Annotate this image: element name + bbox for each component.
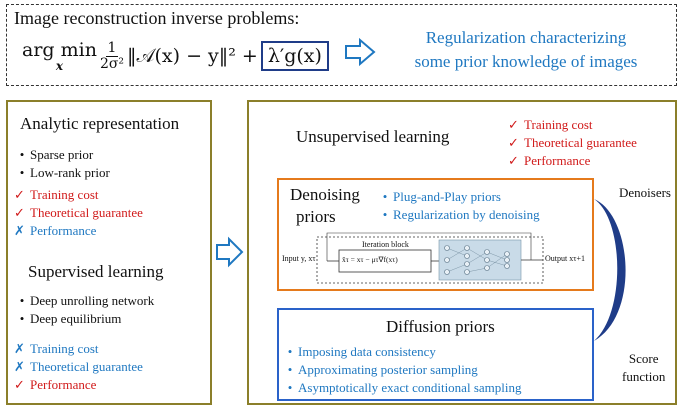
- list-item: •Imposing data consistency: [287, 344, 436, 359]
- argmin-subscript: x: [55, 58, 64, 73]
- check-icon: ✓: [508, 153, 519, 168]
- denoising-items: •Plug-and-Play priors •Regularization by…: [377, 188, 540, 224]
- eval-item: ✗Theoretical guarantee: [14, 359, 143, 374]
- argmin: arg min: [22, 38, 97, 61]
- feedback-loop: [326, 232, 532, 261]
- diffusion-priors-box: [277, 308, 594, 401]
- check-icon: ✓: [14, 377, 25, 392]
- list-item: •Deep equilibrium: [19, 311, 122, 326]
- analytic-items: •Sparse prior •Low-rank prior: [14, 146, 110, 182]
- denoisers-label: Denoisers: [619, 185, 671, 200]
- bracket-curve-icon: [594, 199, 626, 341]
- denoising-title-line-1: Denoising: [290, 185, 360, 204]
- unsupervised-heading: Unsupervised learning: [296, 127, 450, 146]
- diffusion-items: •Imposing data consistency •Approximatin…: [282, 343, 522, 397]
- neural-network-icon: [446, 247, 508, 273]
- fraction-denominator: 2σ²: [99, 55, 125, 72]
- denoising-title: Denoising priors: [290, 184, 360, 228]
- check-icon: ✓: [508, 117, 519, 132]
- eval-item: ✓Performance: [508, 153, 591, 168]
- list-item: •Plug-and-Play priors: [382, 189, 501, 204]
- analytic-heading: Analytic representation: [20, 114, 180, 133]
- regularization-term: λ′g(x): [260, 41, 329, 71]
- denoising-priors-box: [277, 178, 594, 291]
- fraction: 1 2σ²: [100, 41, 124, 71]
- regularization-line-2: some prior knowledge of images: [414, 52, 638, 71]
- list-item: •Regularization by denoising: [382, 207, 540, 222]
- score-line-1: Score: [628, 351, 659, 366]
- score-line-2: function: [622, 369, 666, 384]
- neural-network-nodes: [444, 245, 510, 275]
- list-item: •Asymptotically exact conditional sampli…: [287, 380, 522, 395]
- right-panel: [247, 100, 677, 405]
- supervised-evaluation: ✗Training cost ✗Theoretical guarantee ✓P…: [14, 340, 143, 394]
- list-item: •Sparse prior: [19, 147, 94, 162]
- iteration-block-label: Iteration block: [362, 240, 409, 249]
- list-item: •Deep unrolling network: [19, 293, 155, 308]
- eval-item: ✓Theoretical guarantee: [508, 135, 637, 150]
- supervised-heading: Supervised learning: [28, 262, 164, 281]
- diffusion-title: Diffusion priors: [386, 317, 495, 336]
- list-item: •Approximating posterior sampling: [287, 362, 478, 377]
- fraction-numerator: 1: [105, 39, 119, 57]
- cross-icon: ✗: [14, 359, 25, 374]
- regularization-line-1: Regularization characterizing: [425, 28, 627, 47]
- unsupervised-evaluation: ✓Training cost ✓Theoretical guarantee ✓P…: [508, 116, 637, 170]
- supervised-items: •Deep unrolling network •Deep equilibriu…: [14, 292, 154, 328]
- eval-item: ✗Performance: [14, 223, 97, 238]
- eval-item: ✓Training cost: [14, 187, 99, 202]
- list-item: •Low-rank prior: [19, 165, 110, 180]
- output-label: Output xτ+1: [545, 254, 585, 263]
- cross-icon: ✗: [14, 223, 25, 238]
- right-arrow-icon: [216, 236, 244, 268]
- right-arrow-icon: [345, 37, 376, 67]
- score-function-label: Score function: [622, 350, 665, 386]
- left-panel: [6, 100, 212, 405]
- connecting-curve: [594, 199, 626, 341]
- data-fidelity-term: ‖𝒜(x) − y‖² +: [127, 45, 258, 67]
- problem-title: Image reconstruction inverse problems:: [14, 8, 300, 28]
- gradient-step-equation: x̂τ = xτ − μτ∇f(xτ): [342, 255, 398, 264]
- regularization-description: Regularization characterizing some prior…: [376, 26, 676, 74]
- eval-item: ✓Training cost: [508, 117, 593, 132]
- denoising-title-line-2: priors: [296, 207, 336, 226]
- cross-icon: ✗: [14, 341, 25, 356]
- input-label: Input y, xτ: [282, 254, 316, 263]
- check-icon: ✓: [14, 187, 25, 202]
- eval-item: ✓Performance: [14, 377, 97, 392]
- analytic-evaluation: ✓Training cost ✓Theoretical guarantee ✗P…: [14, 186, 143, 240]
- eval-item: ✗Training cost: [14, 341, 99, 356]
- check-icon: ✓: [14, 205, 25, 220]
- problem-box: [6, 4, 677, 86]
- eval-item: ✓Theoretical guarantee: [14, 205, 143, 220]
- objective-formula: arg min x 1 2σ² ‖𝒜(x) − y‖² + λ′g(x): [22, 34, 329, 78]
- check-icon: ✓: [508, 135, 519, 150]
- iteration-block-diagram: [316, 232, 544, 284]
